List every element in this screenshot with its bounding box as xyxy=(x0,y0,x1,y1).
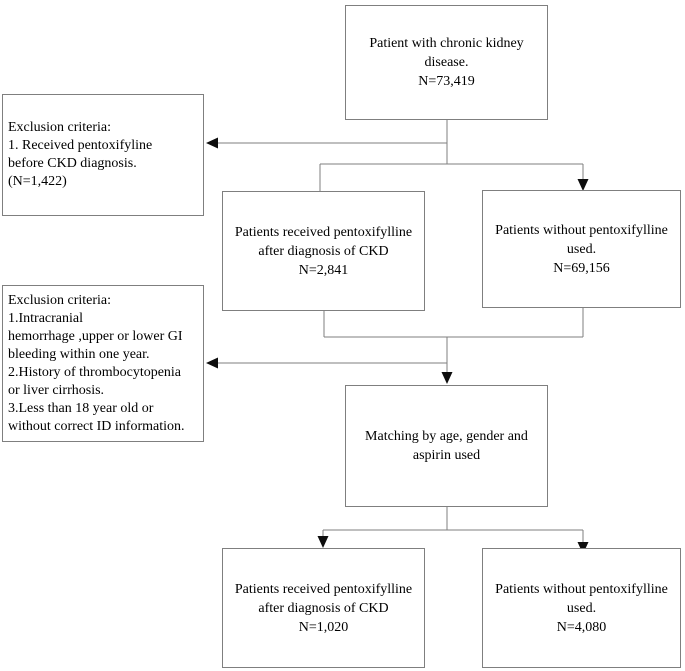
box-pentoxifylline-group-text: Patients received pentoxifylline after d… xyxy=(234,224,413,278)
box-ckd-population: Patient with chronic kidney disease. N=7… xyxy=(345,5,548,120)
box-matched-no-pentoxifylline-group-text: Patients without pentoxifylline used. N=… xyxy=(495,581,668,635)
box-matched-pentoxifylline-group: Patients received pentoxifylline after d… xyxy=(222,548,425,668)
box-exclusion-criteria-2: Exclusion criteria: 1.Intracranial hemor… xyxy=(2,285,204,442)
box-ckd-population-text: Patient with chronic kidney disease. N=7… xyxy=(369,36,524,89)
box-no-pentoxifylline-group: Patients without pentoxifylline used. N=… xyxy=(482,190,681,308)
arrowhead-down-mid-right-icon xyxy=(577,179,589,191)
arrowhead-down-bottom-left-icon xyxy=(317,536,329,548)
box-exclusion-criteria-1: Exclusion criteria: 1. Received pentoxif… xyxy=(2,94,204,216)
box-no-pentoxifylline-group-text: Patients without pentoxifylline used. N=… xyxy=(495,222,668,276)
arrowhead-left-exclusion-1-icon xyxy=(206,137,218,149)
box-matched-pentoxifylline-group-text: Patients received pentoxifylline after d… xyxy=(234,581,413,635)
box-exclusion-criteria-2-text: Exclusion criteria: 1.Intracranial hemor… xyxy=(8,292,185,434)
box-pentoxifylline-group: Patients received pentoxifylline after d… xyxy=(222,191,425,311)
box-exclusion-criteria-1-text: Exclusion criteria: 1. Received pentoxif… xyxy=(8,120,153,189)
box-matching-step-text: Matching by age, gender and aspirin used xyxy=(365,429,528,463)
arrowhead-left-exclusion-2-icon xyxy=(206,357,218,369)
box-matching-step: Matching by age, gender and aspirin used xyxy=(345,385,548,507)
box-matched-no-pentoxifylline-group: Patients without pentoxifylline used. N=… xyxy=(482,548,681,668)
arrowhead-down-matching-icon xyxy=(441,372,453,384)
